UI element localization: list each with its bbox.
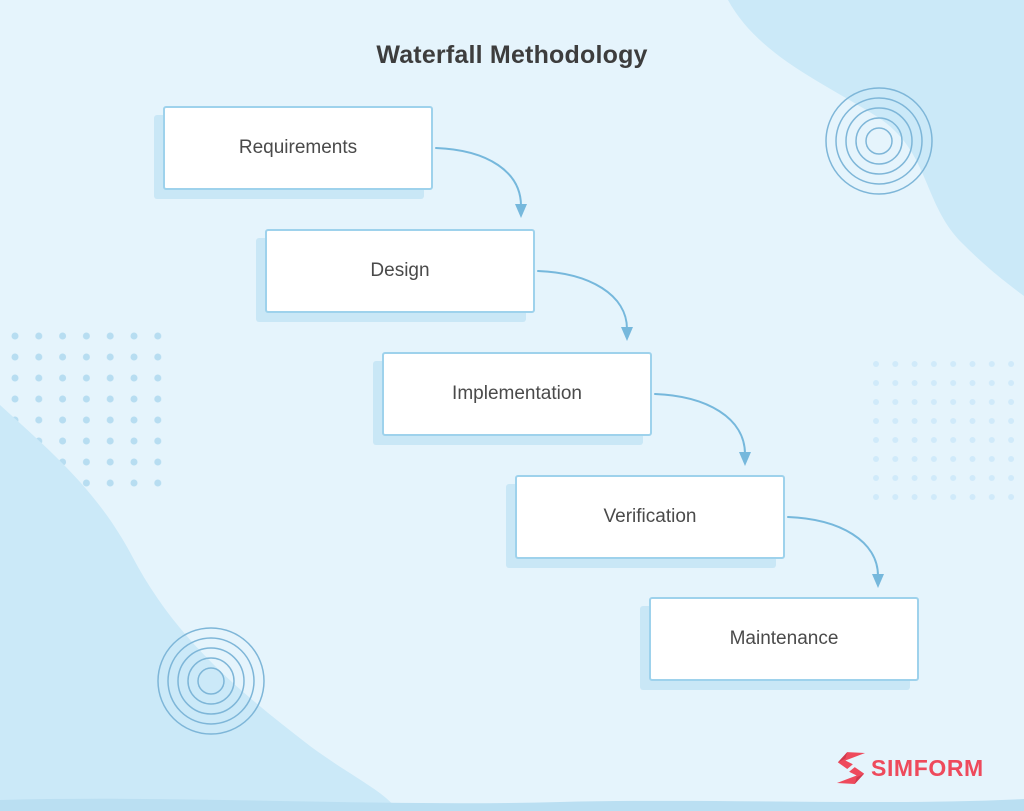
stage-label: Implementation — [452, 383, 582, 404]
concentric-circles-top-right — [825, 87, 933, 195]
page-title: Waterfall Methodology — [376, 41, 648, 69]
simform-logo-icon — [836, 752, 866, 784]
stage-maintenance: Maintenance — [649, 597, 919, 681]
stage-label: Requirements — [238, 137, 358, 158]
stage-verification: Verification — [515, 475, 785, 559]
stage-label: Maintenance — [729, 628, 839, 649]
stage-label: Verification — [603, 506, 697, 527]
arrow-implementation-to-verification — [654, 393, 746, 455]
arrow-design-to-implementation — [537, 270, 628, 330]
stage-implementation: Implementation — [382, 352, 652, 436]
concentric-circles-bottom-left — [157, 627, 265, 735]
blob-bottom-left — [0, 405, 398, 811]
stage-requirements: Requirements — [163, 106, 433, 190]
arrow-requirements-to-design — [435, 147, 522, 207]
stage-design: Design — [265, 229, 535, 313]
dot-grid-right — [868, 357, 1020, 505]
arrow-verification-to-maintenance — [787, 516, 879, 577]
simform-logo: SIMFORM — [836, 749, 984, 787]
dot-grid-left — [8, 329, 166, 495]
bottom-band — [0, 798, 1024, 811]
stage-label: Design — [370, 260, 430, 281]
simform-logo-text: SIMFORM — [871, 754, 984, 781]
